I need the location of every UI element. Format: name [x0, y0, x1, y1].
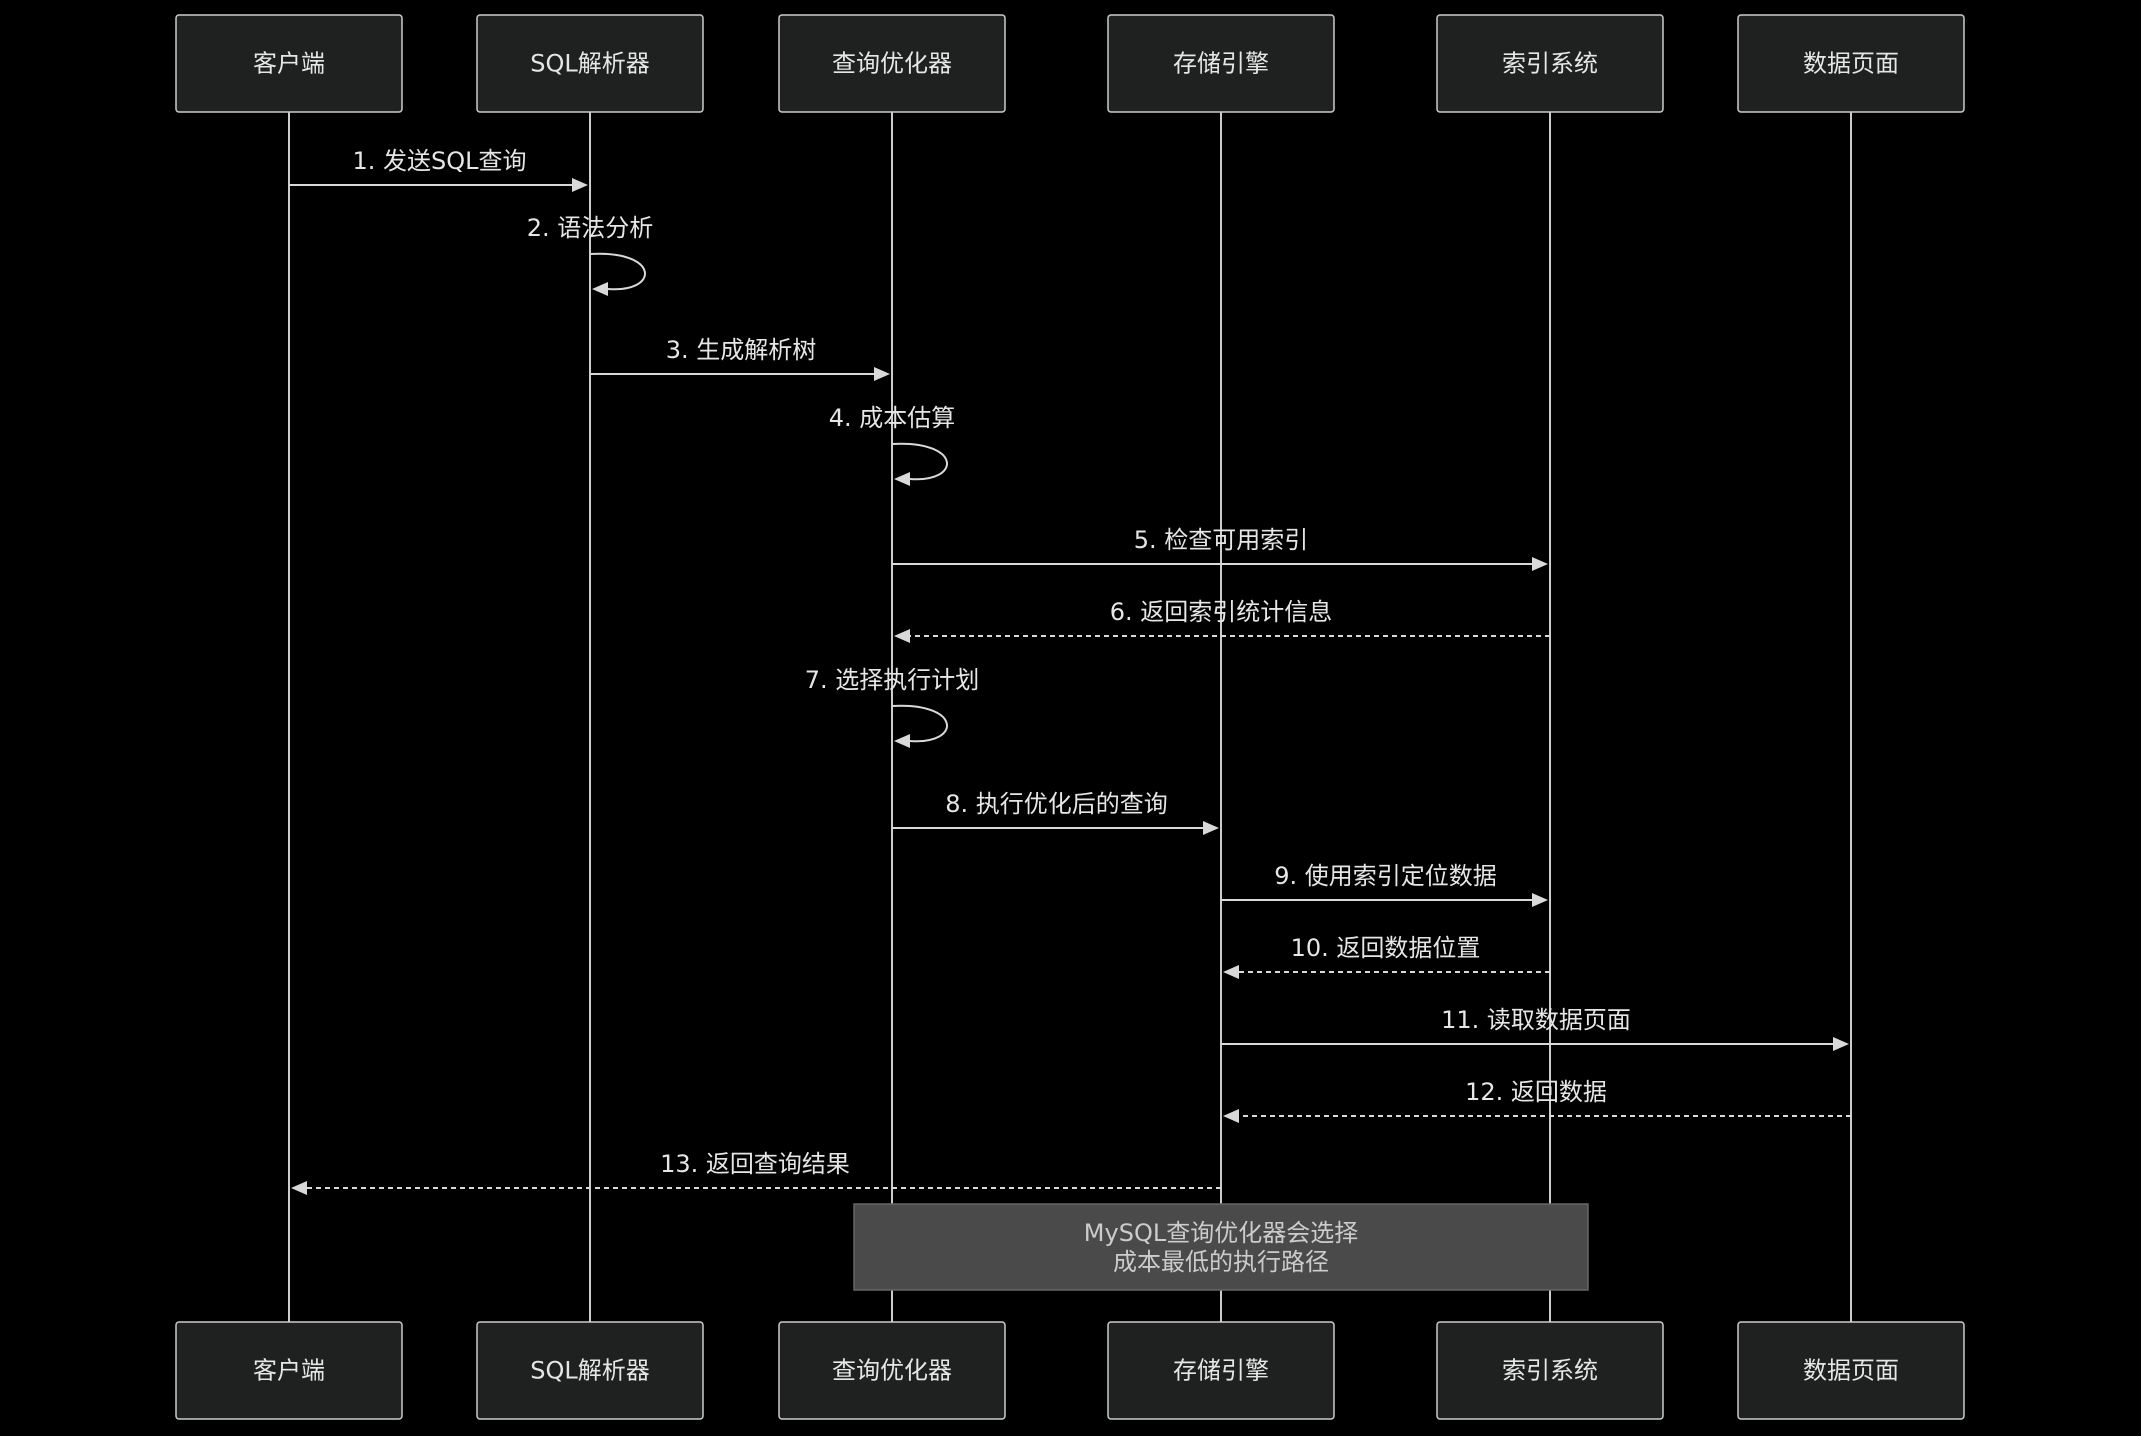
self-loop-line	[891, 442, 948, 481]
message-label: 4. 成本估算	[829, 404, 956, 432]
actor-box	[175, 14, 403, 113]
actor-box	[1107, 1321, 1335, 1420]
actor-box	[1436, 1321, 1664, 1420]
message-label: 10. 返回数据位置	[1291, 934, 1481, 962]
arrowhead	[1532, 893, 1548, 907]
arrowhead	[1532, 557, 1548, 571]
actor-label: 查询优化器	[832, 50, 952, 78]
actor-label: 查询优化器	[832, 1357, 952, 1385]
message-label: 12. 返回数据	[1465, 1078, 1607, 1106]
actor-label: 客户端	[253, 1357, 325, 1385]
arrowhead	[894, 472, 910, 486]
self-loop-line	[589, 252, 646, 291]
actor-client-bottom: 客户端	[175, 1321, 403, 1420]
actor-label: 索引系统	[1502, 1357, 1598, 1385]
actor-label: SQL解析器	[530, 50, 650, 78]
arrowhead	[894, 734, 910, 748]
actor-label: 索引系统	[1502, 50, 1598, 78]
message-9: 9. 使用索引定位数据	[1221, 862, 1548, 907]
actor-box	[1436, 14, 1664, 113]
actor-label: 数据页面	[1803, 1357, 1899, 1385]
actor-parser-bottom: SQL解析器	[476, 1321, 704, 1420]
message-2: 2. 语法分析	[527, 214, 654, 296]
arrowhead	[1223, 1109, 1239, 1123]
actor-box	[175, 1321, 403, 1420]
actor-box	[1737, 1321, 1965, 1420]
message-label: 2. 语法分析	[527, 214, 654, 242]
message-label: 8. 执行优化后的查询	[945, 790, 1168, 818]
actor-box	[476, 1321, 704, 1420]
arrowhead	[1223, 965, 1239, 979]
message-label: 5. 检查可用索引	[1134, 526, 1309, 554]
arrowhead	[572, 178, 588, 192]
actor-index-bottom: 索引系统	[1436, 1321, 1664, 1420]
actor-pages-bottom: 数据页面	[1737, 1321, 1965, 1420]
message-5: 5. 检查可用索引	[892, 526, 1548, 571]
actor-box	[1737, 14, 1965, 113]
self-loop-line	[891, 704, 948, 743]
message-7: 7. 选择执行计划	[805, 666, 980, 748]
actor-optimizer-bottom: 查询优化器	[778, 1321, 1006, 1420]
message-6: 6. 返回索引统计信息	[894, 598, 1550, 643]
arrowhead	[874, 367, 890, 381]
actor-pages-top: 数据页面	[1737, 14, 1965, 113]
actor-label: SQL解析器	[530, 1357, 650, 1385]
actor-label: 数据页面	[1803, 50, 1899, 78]
message-11: 11. 读取数据页面	[1221, 1006, 1849, 1051]
message-8: 8. 执行优化后的查询	[892, 790, 1219, 835]
message-label: 3. 生成解析树	[666, 336, 817, 364]
arrowhead	[291, 1181, 307, 1195]
message-12: 12. 返回数据	[1223, 1078, 1851, 1123]
message-label: 6. 返回索引统计信息	[1110, 598, 1333, 626]
message-label: 9. 使用索引定位数据	[1274, 862, 1497, 890]
actor-label: 客户端	[253, 50, 325, 78]
message-label: 7. 选择执行计划	[805, 666, 980, 694]
arrowhead	[1833, 1037, 1849, 1051]
actor-box	[1107, 14, 1335, 113]
actor-client-top: 客户端	[175, 14, 403, 113]
message-label: 1. 发送SQL查询	[352, 147, 526, 175]
message-1: 1. 发送SQL查询	[289, 147, 588, 192]
arrowhead	[1203, 821, 1219, 835]
message-13: 13. 返回查询结果	[291, 1150, 1221, 1195]
actor-label: 存储引擎	[1173, 50, 1269, 78]
message-label: 13. 返回查询结果	[660, 1150, 850, 1178]
actor-label: 存储引擎	[1173, 1357, 1269, 1385]
actor-index-top: 索引系统	[1436, 14, 1664, 113]
arrowhead	[894, 629, 910, 643]
actor-box	[476, 14, 704, 113]
message-3: 3. 生成解析树	[590, 336, 890, 381]
actor-box	[778, 14, 1006, 113]
message-10: 10. 返回数据位置	[1223, 934, 1550, 979]
arrowhead	[592, 282, 608, 296]
actor-optimizer-top: 查询优化器	[778, 14, 1006, 113]
actor-storage-bottom: 存储引擎	[1107, 1321, 1335, 1420]
actor-storage-top: 存储引擎	[1107, 14, 1335, 113]
actor-box	[778, 1321, 1006, 1420]
note-text-line: 成本最低的执行路径	[1113, 1248, 1329, 1276]
note-box	[853, 1203, 1589, 1291]
actor-parser-top: SQL解析器	[476, 14, 704, 113]
message-4: 4. 成本估算	[829, 404, 956, 486]
note-text-line: MySQL查询优化器会选择	[1084, 1219, 1358, 1247]
message-label: 11. 读取数据页面	[1441, 1006, 1631, 1034]
